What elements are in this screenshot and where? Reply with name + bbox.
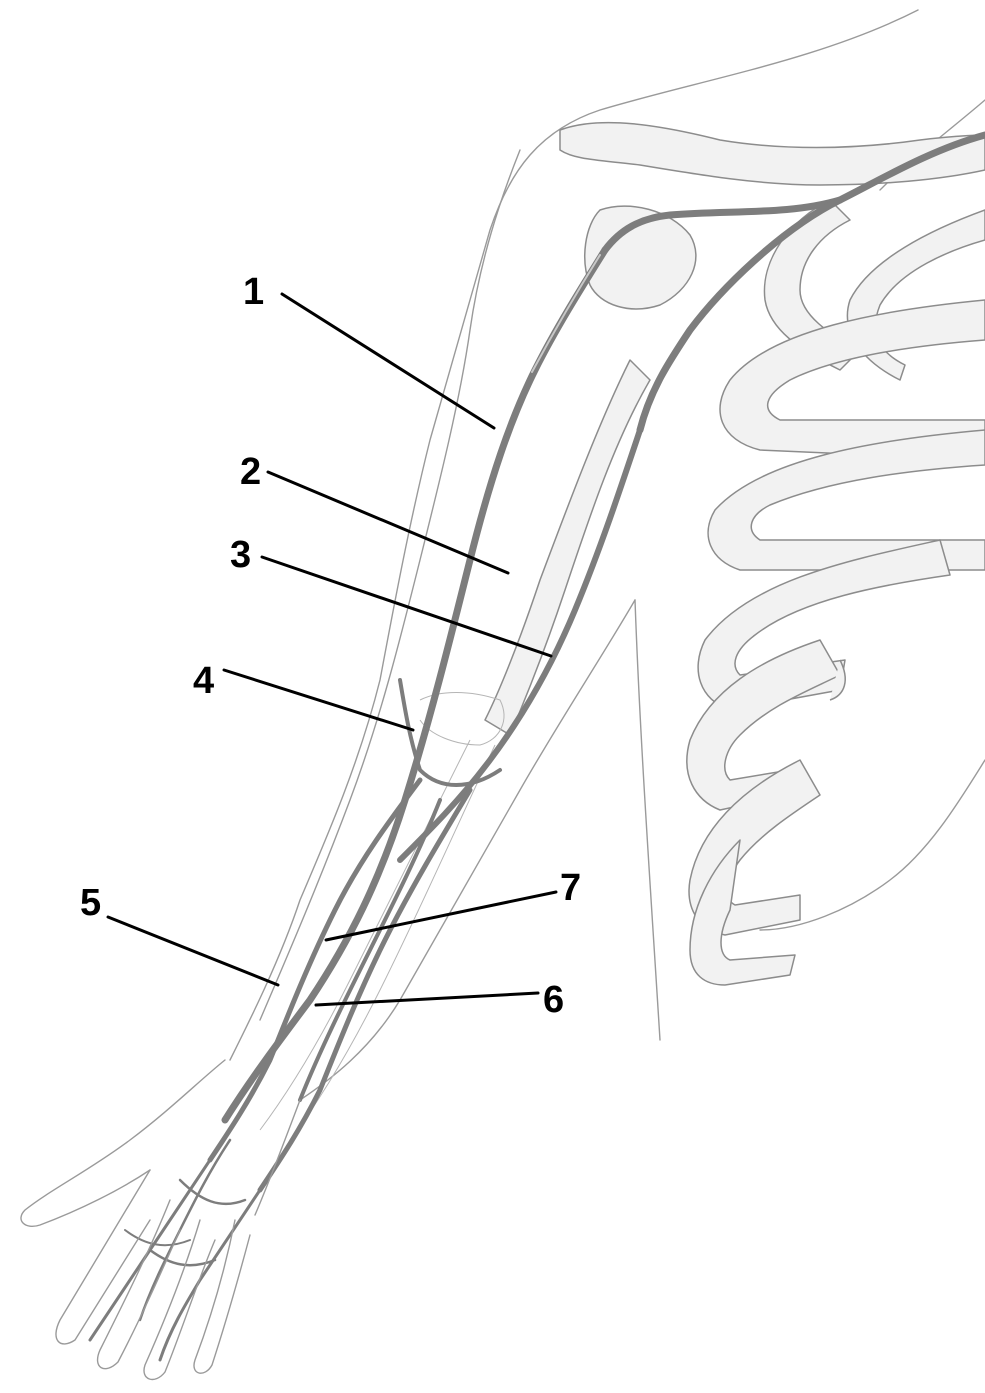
hand-outline [21, 1060, 300, 1379]
leader-line-1 [282, 294, 494, 428]
callout-label-2: 2 [240, 451, 261, 493]
callout-label-7: 7 [560, 867, 581, 909]
leader-line-5 [108, 917, 278, 985]
callout-labels: 1 2 3 4 5 6 7 [80, 271, 581, 1021]
rib-cage [687, 200, 985, 985]
leader-line-2 [268, 472, 508, 573]
callout-label-4: 4 [193, 660, 214, 702]
callout-label-1: 1 [243, 271, 264, 313]
leader-line-4 [224, 670, 413, 730]
leader-lines [108, 294, 556, 1005]
callout-label-5: 5 [80, 882, 101, 924]
callout-label-6: 6 [543, 979, 564, 1021]
callout-label-3: 3 [230, 534, 251, 576]
